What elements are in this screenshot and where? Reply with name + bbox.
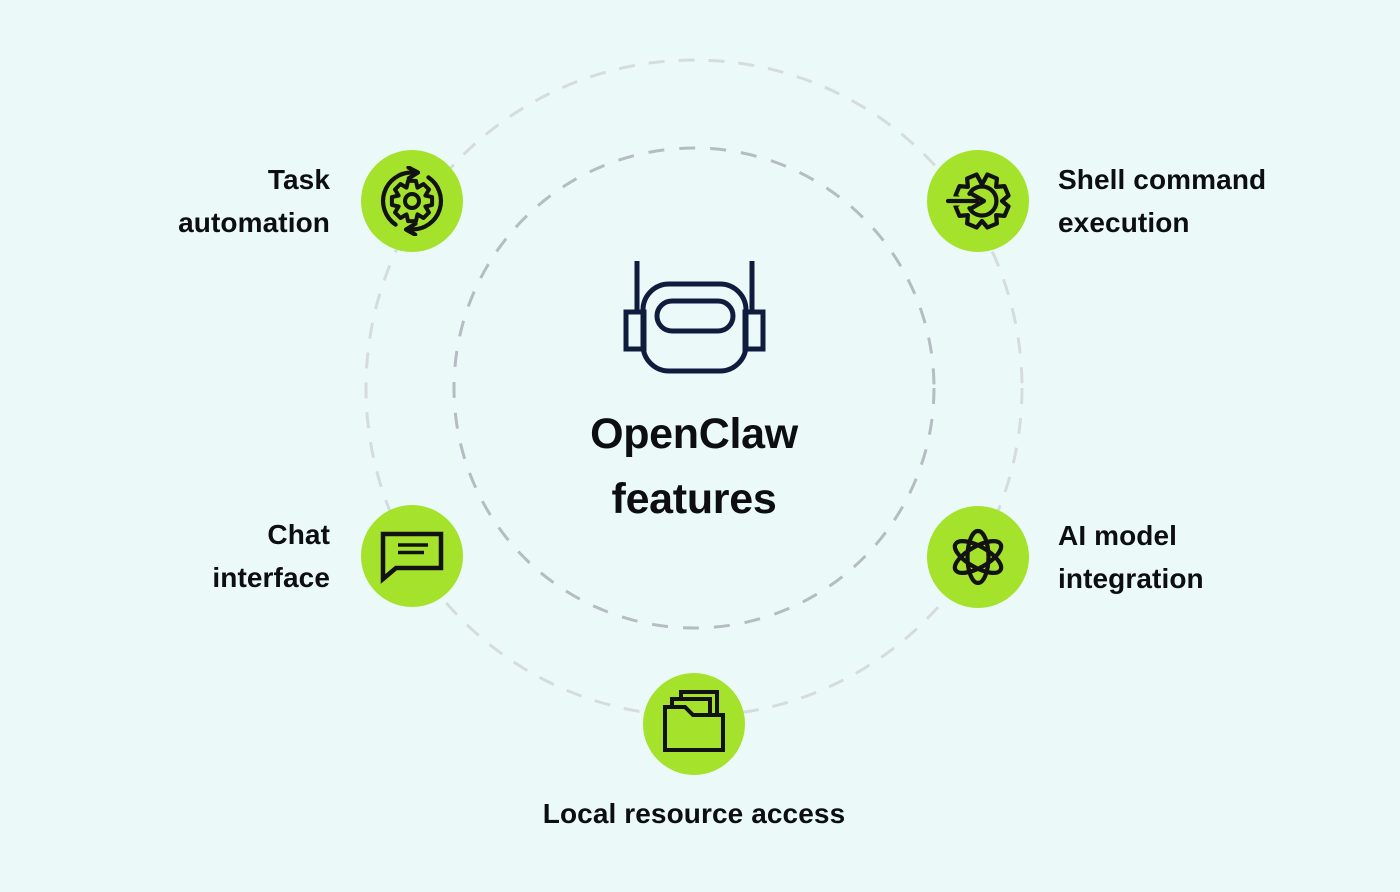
- inner-dashed-ring: [452, 146, 936, 630]
- feature-label-task-automation: Task automation: [178, 158, 330, 244]
- feature-node-local-resource-access: [643, 673, 745, 775]
- feature-label-line: interface: [212, 562, 330, 593]
- feature-label-chat-interface: Chat interface: [212, 513, 330, 599]
- feature-label-ai-model-integration: AI model integration: [1058, 514, 1204, 600]
- atom-icon: [952, 528, 1004, 586]
- feature-label-line: integration: [1058, 563, 1204, 594]
- feature-label-line: Chat: [267, 519, 330, 550]
- feature-label-line: automation: [178, 207, 330, 238]
- feature-node-ai-model-integration: [927, 506, 1029, 608]
- chat-bubble-icon: [380, 531, 444, 584]
- folder-icon: [663, 690, 725, 752]
- feature-label-line: Shell command: [1058, 164, 1267, 195]
- sync-gear-icon: [381, 166, 443, 236]
- robot-head-icon: [623, 261, 766, 374]
- feature-label-shell-command-execution: Shell command execution: [1058, 158, 1266, 244]
- feature-node-chat-interface: [361, 505, 463, 607]
- diagram-title-line: OpenClaw: [590, 410, 798, 458]
- diagram-title-line: features: [611, 475, 777, 523]
- outer-dashed-ring: [364, 58, 1024, 718]
- feature-node-shell-command-execution: [927, 150, 1029, 252]
- diagram-title: OpenClaw features: [394, 402, 994, 532]
- feature-label-line: execution: [1058, 207, 1190, 238]
- feature-label-line: Local resource access: [542, 798, 846, 829]
- feature-label-line: Task: [267, 164, 330, 195]
- gear-arrow-icon: [945, 172, 1011, 230]
- feature-label-line: AI model: [1058, 520, 1178, 551]
- feature-label-local-resource-access: Local resource access: [294, 792, 1094, 835]
- feature-node-task-automation: [361, 150, 463, 252]
